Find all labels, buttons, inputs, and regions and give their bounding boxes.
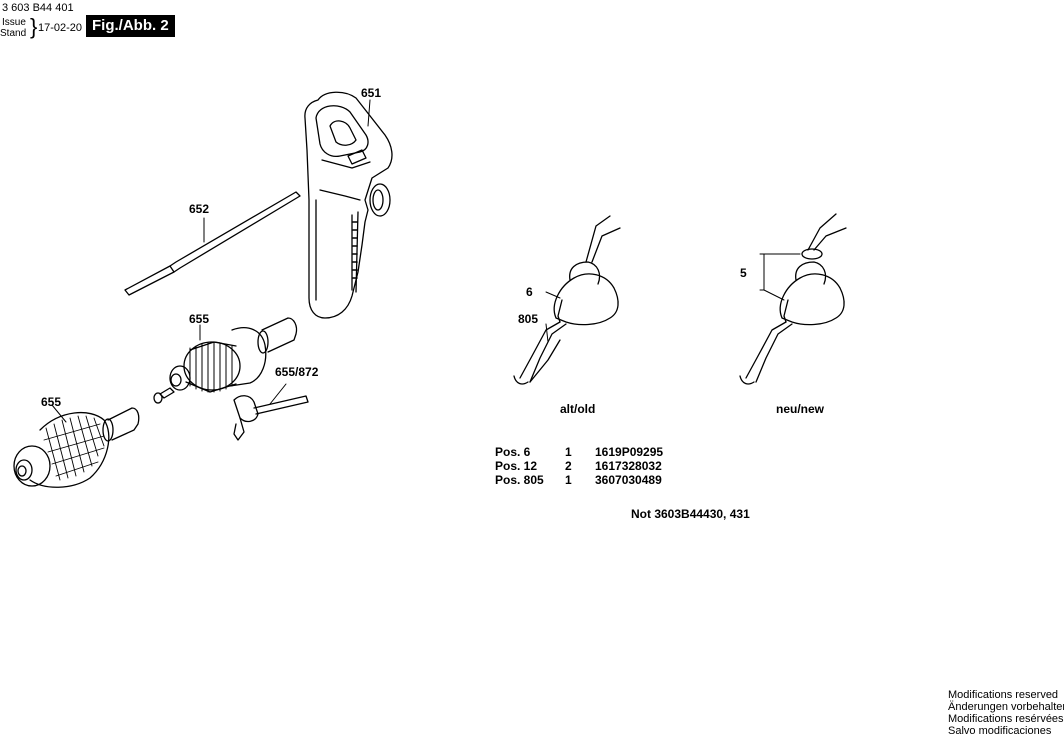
stand-label: Stand xyxy=(0,28,27,39)
caption-new: neu/new xyxy=(776,402,825,416)
part-label-5: 5 xyxy=(740,266,747,280)
position-number: 1619P09295 xyxy=(595,445,664,459)
keyless-chuck-655 xyxy=(13,404,140,488)
part-label-655-left: 655 xyxy=(41,395,62,409)
position-qty: 1 xyxy=(565,445,572,459)
part-label-651: 651 xyxy=(361,86,382,100)
position-qty: 2 xyxy=(565,459,572,473)
modifications-line: Modifications reserved xyxy=(948,689,1059,701)
header-brace: } xyxy=(30,14,38,39)
figure-title: Fig./Abb. 2 xyxy=(86,15,175,37)
issue-label: Issue xyxy=(2,17,26,28)
position-label: Pos. 12 xyxy=(495,459,538,473)
modifications-line: Modifications resérvées xyxy=(948,713,1064,725)
position-number: 1617328032 xyxy=(595,459,662,473)
part-label-655-872: 655/872 xyxy=(275,365,319,379)
position-number: 3607030489 xyxy=(595,473,662,487)
document-code: 3 603 B44 401 xyxy=(2,2,74,14)
auxiliary-handle-651 xyxy=(304,91,393,319)
modifications-line: Salvo modificaciones xyxy=(948,725,1052,737)
part-label-655-center: 655 xyxy=(189,312,210,326)
position-label: Pos. 6 xyxy=(495,445,531,459)
depth-rod-652 xyxy=(124,191,301,296)
part-label-652: 652 xyxy=(189,202,210,216)
caption-old: alt/old xyxy=(560,402,596,416)
part-label-6: 6 xyxy=(526,285,533,299)
key-chuck-655 xyxy=(153,317,298,404)
cable-assembly-new xyxy=(739,213,847,385)
position-label: Pos. 805 xyxy=(495,473,544,487)
part-label-805: 805 xyxy=(518,312,539,326)
issue-date: 17-02-20 xyxy=(38,22,83,34)
chuck-key-655-872 xyxy=(233,383,309,441)
position-qty: 1 xyxy=(565,473,572,487)
modifications-line: Änderungen vorbehalten xyxy=(948,701,1064,713)
applicability-note: Not 3603B44430, 431 xyxy=(631,507,750,521)
cable-assembly-old xyxy=(513,215,621,385)
